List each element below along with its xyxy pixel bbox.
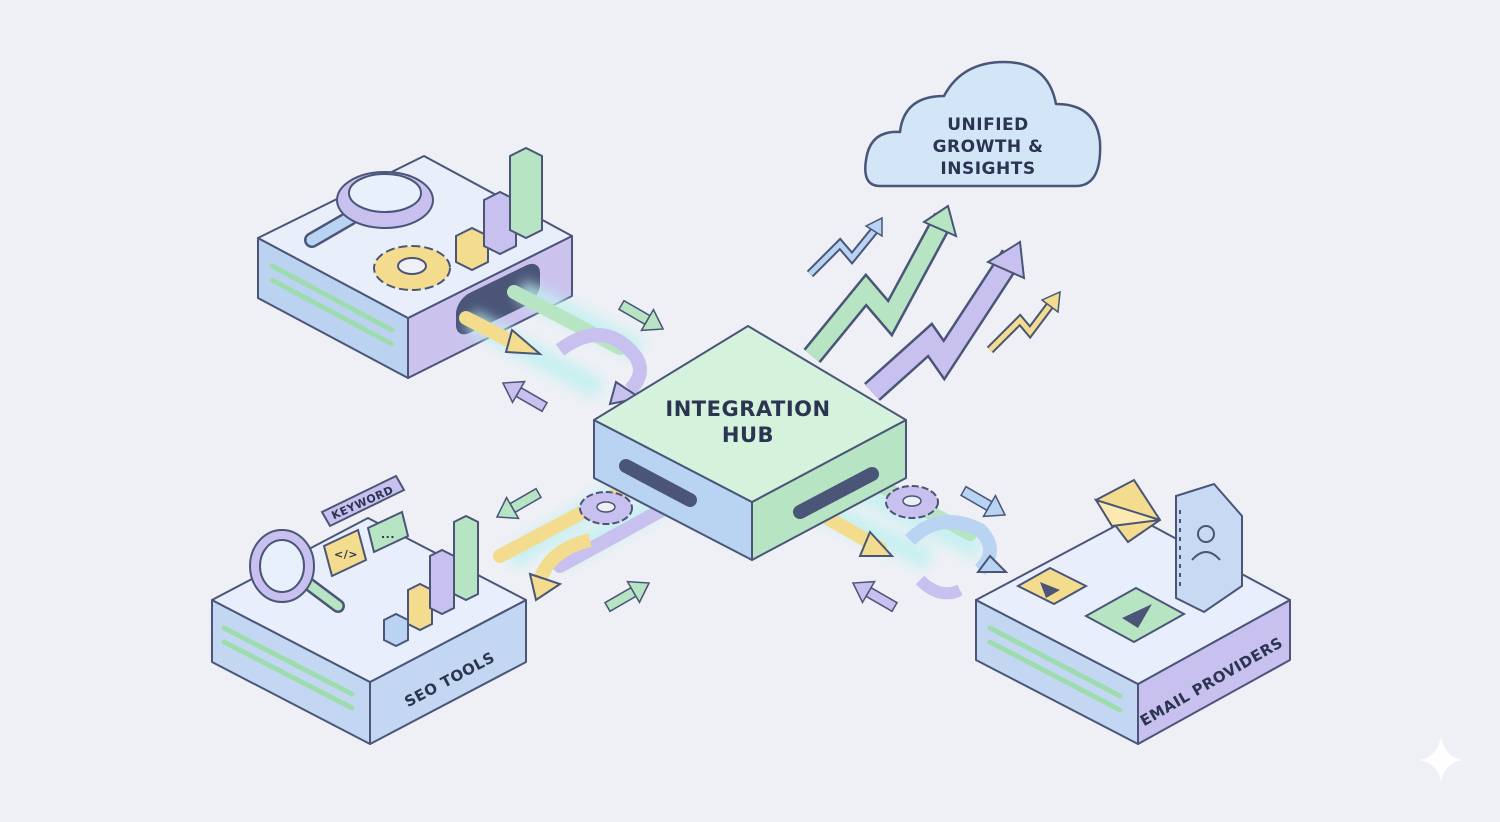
trend-arrow-icon	[803, 204, 1061, 401]
hub-label-line2: HUB	[722, 423, 774, 447]
integration-hub: INTEGRATION HUB	[593, 325, 907, 561]
cloud-line3: INSIGHTS	[940, 159, 1035, 179]
email-providers-platform: EMAIL PROVIDERS	[975, 478, 1291, 745]
bar-chart-icon	[455, 146, 543, 272]
dots-tag-text: ...	[381, 528, 395, 541]
gear-icon	[373, 245, 451, 291]
bar-chart-icon	[383, 514, 479, 648]
cloud-icon: UNIFIED GROWTH & INSIGHTS	[864, 60, 1102, 188]
magnifier-icon	[304, 171, 434, 248]
flow-arrows	[495, 299, 1007, 613]
seo-tools-platform: SEO TOOLS KEYWORD </> ...	[211, 474, 527, 745]
cloud-line1: UNIFIED	[947, 115, 1029, 135]
sparkle-icon	[1420, 736, 1462, 782]
play-icon	[1015, 566, 1089, 606]
gear-icon	[885, 485, 939, 519]
gear-icon	[579, 491, 633, 525]
cloud-line2: GROWTH &	[933, 137, 1044, 157]
code-tag-text: </>	[334, 548, 358, 561]
analytics-platform	[257, 146, 573, 379]
envelope-icon	[1093, 478, 1162, 544]
magnifier-icon	[249, 529, 345, 613]
contact-book-icon	[1175, 482, 1243, 614]
send-icon	[1083, 586, 1187, 644]
code-tag: </>	[322, 528, 368, 578]
dots-tag: ...	[366, 510, 410, 554]
hub-label-line1: INTEGRATION	[665, 397, 830, 421]
